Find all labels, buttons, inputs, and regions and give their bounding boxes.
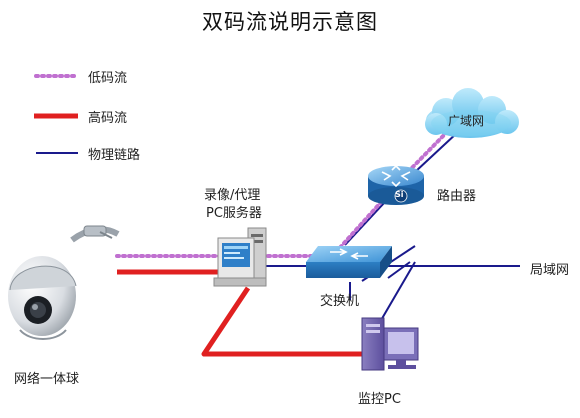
switch-icon [306, 246, 392, 278]
monitor-pc-icon [361, 317, 419, 371]
lan-label: 局域网 [530, 263, 570, 278]
legend-label-low-stream: 低码流 [88, 71, 128, 86]
router-badge: Si [395, 190, 404, 199]
physical-links [262, 131, 520, 300]
link-switch-pc [379, 261, 416, 323]
dome-camera-icon [8, 225, 120, 340]
wan-label: 广域网 [448, 114, 485, 128]
wan-cloud [425, 88, 519, 138]
camera-label: 网络一体球 [14, 372, 80, 387]
recorder-server-icon [213, 227, 267, 287]
recorder-label-line2: PC服务器 [206, 206, 262, 221]
switch-label: 交换机 [320, 294, 360, 309]
legend-label-high-stream: 高码流 [88, 111, 128, 126]
monitor-pc-label: 监控PC [358, 392, 401, 407]
legend-label-physical-link: 物理链路 [88, 148, 141, 163]
router-label: 路由器 [437, 189, 477, 204]
page-title: 双码流说明示意图 [202, 10, 378, 34]
router-icon [368, 164, 424, 205]
legend [34, 74, 80, 154]
recorder-label-line1: 录像/代理 [204, 188, 261, 203]
high-stream-paths [117, 269, 362, 357]
